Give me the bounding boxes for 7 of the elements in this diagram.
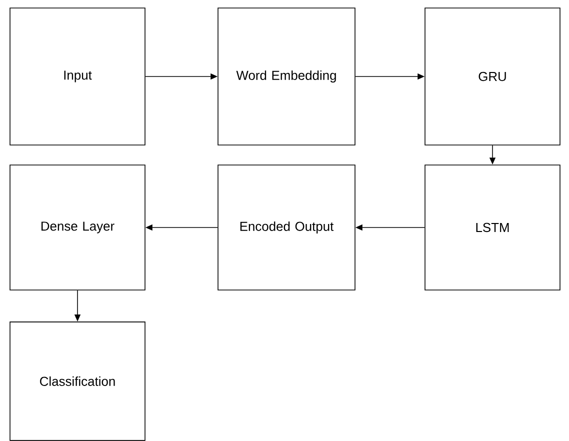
process-box: Encoded Output	[218, 164, 356, 290]
process-box: Word Embedding	[218, 8, 356, 146]
process-box: GRU	[424, 8, 560, 146]
process-box: Input	[10, 8, 146, 146]
process-box: Classification	[10, 322, 146, 441]
process-box: Dense Layer	[10, 164, 146, 290]
process-box: LSTM	[424, 164, 560, 290]
